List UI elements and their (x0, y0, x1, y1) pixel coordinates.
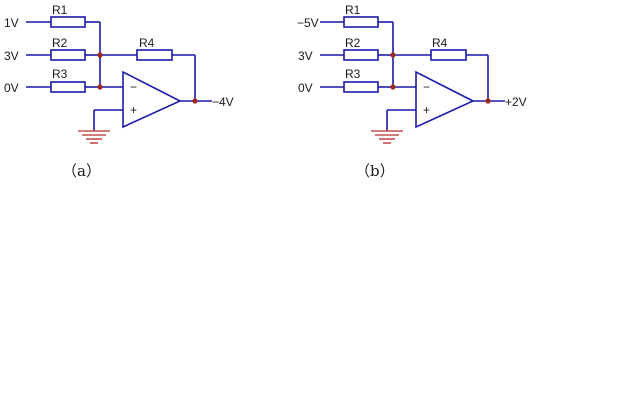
junction-dot (485, 98, 491, 104)
resistor-r1-label: R1 (345, 3, 361, 17)
circuit-a: 1V 3V 0V R1 R2 R3 R4 (4, 3, 234, 180)
output-label: +2V (505, 95, 527, 109)
caption-a: （a） (62, 162, 101, 180)
inverting-sign: − (423, 80, 430, 94)
input-3-label: 0V (4, 81, 19, 95)
resistor-r2-label: R2 (52, 36, 68, 50)
op-amp (122, 70, 182, 129)
caption-b: （b） (355, 162, 395, 180)
resistor-r1 (50, 16, 86, 28)
noninverting-sign: + (130, 103, 137, 117)
resistor-r3 (343, 81, 379, 93)
resistor-r2 (50, 49, 86, 61)
resistor-r1-label: R1 (52, 3, 68, 17)
resistor-r4 (430, 49, 467, 61)
circuit-b: −5V 3V 0V R1 R2 R3 R4 (297, 3, 527, 180)
junction-dot (390, 84, 396, 90)
resistor-r4-label: R4 (432, 36, 448, 50)
junction-dot (192, 98, 198, 104)
junction-dot (97, 84, 103, 90)
inverting-sign: − (130, 80, 137, 94)
ground-symbol (78, 130, 110, 144)
input-1-label: 1V (4, 16, 19, 30)
resistor-r2-label: R2 (345, 36, 361, 50)
resistor-r4 (136, 49, 173, 61)
resistor-r3-label: R3 (345, 67, 361, 81)
resistor-r3 (50, 81, 86, 93)
ground-symbol (371, 130, 403, 144)
resistor-r3-label: R3 (52, 67, 68, 81)
output-label: −4V (212, 95, 234, 109)
resistor-r1 (343, 16, 379, 28)
input-2-label: 3V (4, 49, 19, 63)
resistor-r2 (343, 49, 379, 61)
input-3-label: 0V (298, 81, 313, 95)
resistor-r4-label: R4 (139, 36, 155, 50)
noninverting-sign: + (423, 103, 430, 117)
junction-dot (97, 52, 103, 58)
input-2-label: 3V (298, 49, 313, 63)
junction-dot (390, 52, 396, 58)
op-amp (415, 70, 475, 129)
input-1-label: −5V (297, 16, 319, 30)
